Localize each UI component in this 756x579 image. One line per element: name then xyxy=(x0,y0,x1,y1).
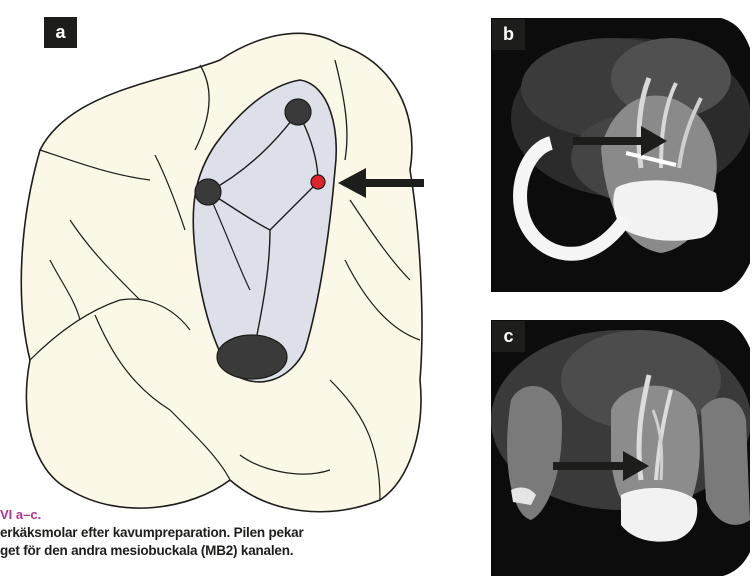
radiograph-c-image xyxy=(491,320,750,576)
caption-line-1: erkäksmolar efter kavumpreparation. Pile… xyxy=(0,525,304,540)
panel-label-c: c xyxy=(492,321,525,352)
molar-illustration xyxy=(0,0,470,520)
radiograph-b xyxy=(491,18,750,292)
db-canal-orifice xyxy=(195,179,221,205)
panel-label-b: b xyxy=(492,19,525,50)
caption-line-2: get för den andra mesiobuckala (MB2) kan… xyxy=(0,543,293,558)
radiograph-b-image xyxy=(491,18,750,292)
palatal-canal-orifice xyxy=(217,335,287,379)
molar-diagram xyxy=(0,0,470,520)
caption-title: VI a–c. xyxy=(0,507,41,522)
mb-canal-orifice xyxy=(285,99,311,125)
mb2-canal-orifice xyxy=(311,175,325,189)
radiograph-c xyxy=(491,320,750,576)
panel-label-a: a xyxy=(44,17,77,48)
